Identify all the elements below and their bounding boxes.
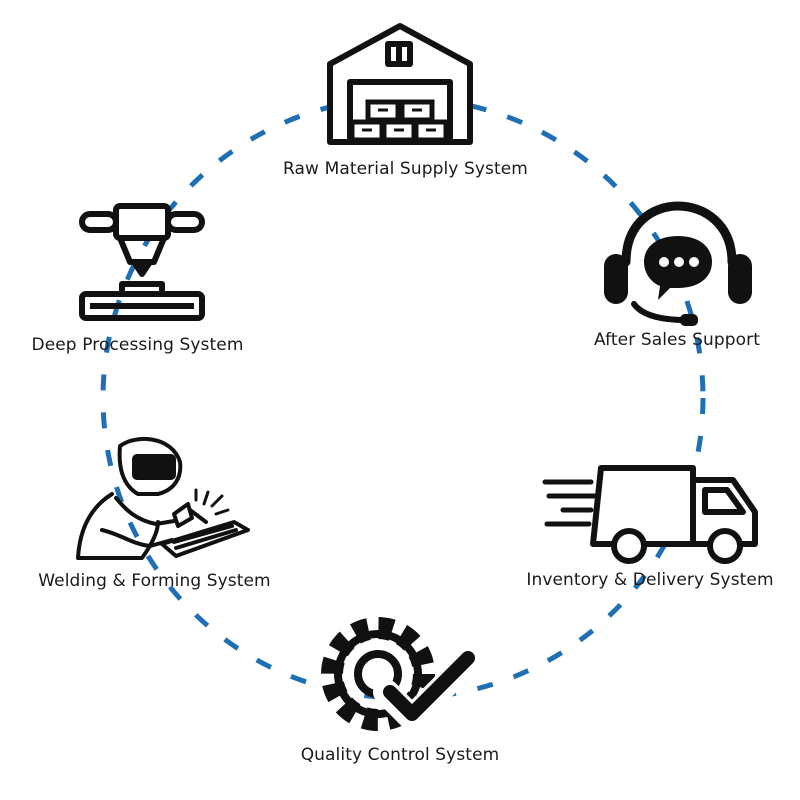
node-label-deep-processing: Deep Processing System <box>31 335 244 355</box>
node-label-quality-control: Quality Control System <box>300 745 500 765</box>
cnc-machine-icon <box>78 200 206 324</box>
gear-check-icon <box>318 612 487 736</box>
node-label-inventory-delivery: Inventory & Delivery System <box>526 570 774 590</box>
warehouse-icon <box>322 20 478 148</box>
welder-icon <box>72 434 252 564</box>
headset-chat-icon <box>600 200 756 326</box>
delivery-truck-icon <box>542 460 763 564</box>
node-label-raw-material: Raw Material Supply System <box>283 159 528 179</box>
node-label-after-sales: After Sales Support <box>594 330 760 350</box>
node-label-welding-forming: Welding & Forming System <box>38 571 271 591</box>
